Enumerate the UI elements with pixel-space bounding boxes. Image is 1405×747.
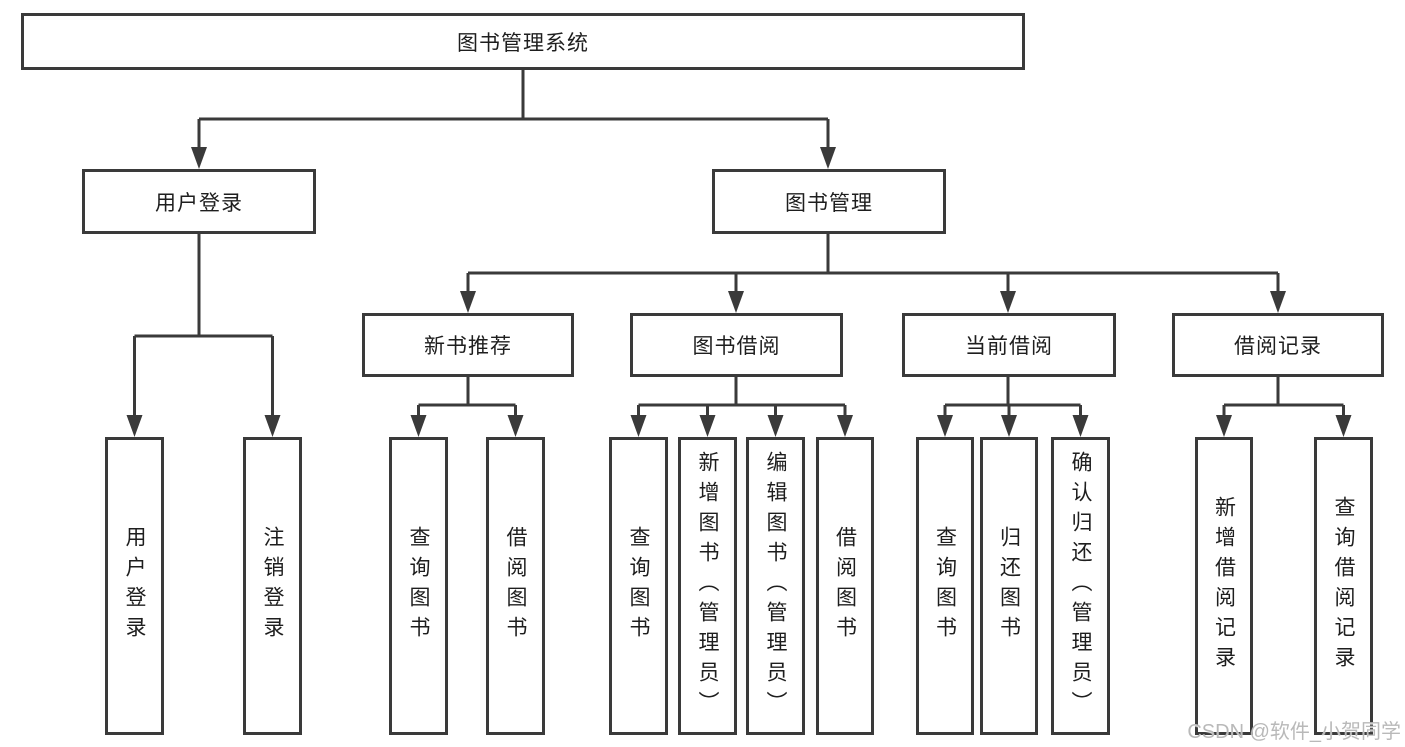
leaf-records-query-record-label: 查询借阅记录 <box>1332 496 1355 676</box>
leaf-current-confirm-return-admin: 确认归还（管理员） <box>1051 437 1110 735</box>
leaf-logout-label: 注销登录 <box>261 526 284 646</box>
leaf-borrow-query-books-label: 查询图书 <box>627 526 650 646</box>
node-book-management: 图书管理 <box>712 169 946 234</box>
node-user-login: 用户登录 <box>82 169 316 234</box>
leaf-borrow-borrow-books-label: 借阅图书 <box>833 526 857 646</box>
leaf-user-login: 用户登录 <box>105 437 164 735</box>
node-root-label: 图书管理系统 <box>457 31 589 55</box>
node-book-borrow-label: 图书借阅 <box>692 335 781 358</box>
leaf-records-add-record: 新增借阅记录 <box>1195 437 1253 735</box>
leaf-newbook-borrow-books-label: 借阅图书 <box>504 526 527 646</box>
leaf-user-login-label: 用户登录 <box>123 526 146 646</box>
node-book-borrow: 图书借阅 <box>630 313 843 377</box>
leaf-borrow-query-books: 查询图书 <box>609 437 668 735</box>
leaf-current-query-books: 查询图书 <box>916 437 974 735</box>
node-root: 图书管理系统 <box>21 13 1025 70</box>
leaf-borrow-edit-books-admin: 编辑图书（管理员） <box>746 437 805 735</box>
watermark: CSDN @软件_小贺同学 <box>1187 721 1401 743</box>
leaf-current-query-books-label: 查询图书 <box>933 526 957 646</box>
leaf-borrow-edit-books-admin-label: 编辑图书（管理员） <box>764 451 787 721</box>
node-new-book-recommend: 新书推荐 <box>362 313 574 377</box>
leaf-borrow-add-books-admin: 新增图书（管理员） <box>678 437 737 735</box>
node-book-management-label: 图书管理 <box>785 191 873 215</box>
leaf-records-query-record: 查询借阅记录 <box>1314 437 1373 735</box>
leaf-current-return-books-label: 归还图书 <box>997 526 1021 646</box>
node-new-book-recommend-label: 新书推荐 <box>424 335 512 358</box>
leaf-newbook-borrow-books: 借阅图书 <box>486 437 545 735</box>
leaf-records-add-record-label: 新增借阅记录 <box>1212 496 1236 676</box>
node-current-borrow: 当前借阅 <box>902 313 1116 377</box>
leaf-logout: 注销登录 <box>243 437 302 735</box>
leaf-newbook-query-books: 查询图书 <box>389 437 448 735</box>
leaf-current-confirm-return-admin-label: 确认归还（管理员） <box>1069 451 1092 721</box>
leaf-borrow-add-books-admin-label: 新增图书（管理员） <box>696 451 719 721</box>
node-borrow-records: 借阅记录 <box>1172 313 1384 377</box>
node-user-login-label: 用户登录 <box>155 191 243 215</box>
node-borrow-records-label: 借阅记录 <box>1234 335 1322 358</box>
leaf-current-return-books: 归还图书 <box>980 437 1038 735</box>
leaf-newbook-query-books-label: 查询图书 <box>407 526 430 646</box>
node-current-borrow-label: 当前借阅 <box>965 335 1053 358</box>
leaf-borrow-borrow-books: 借阅图书 <box>816 437 874 735</box>
